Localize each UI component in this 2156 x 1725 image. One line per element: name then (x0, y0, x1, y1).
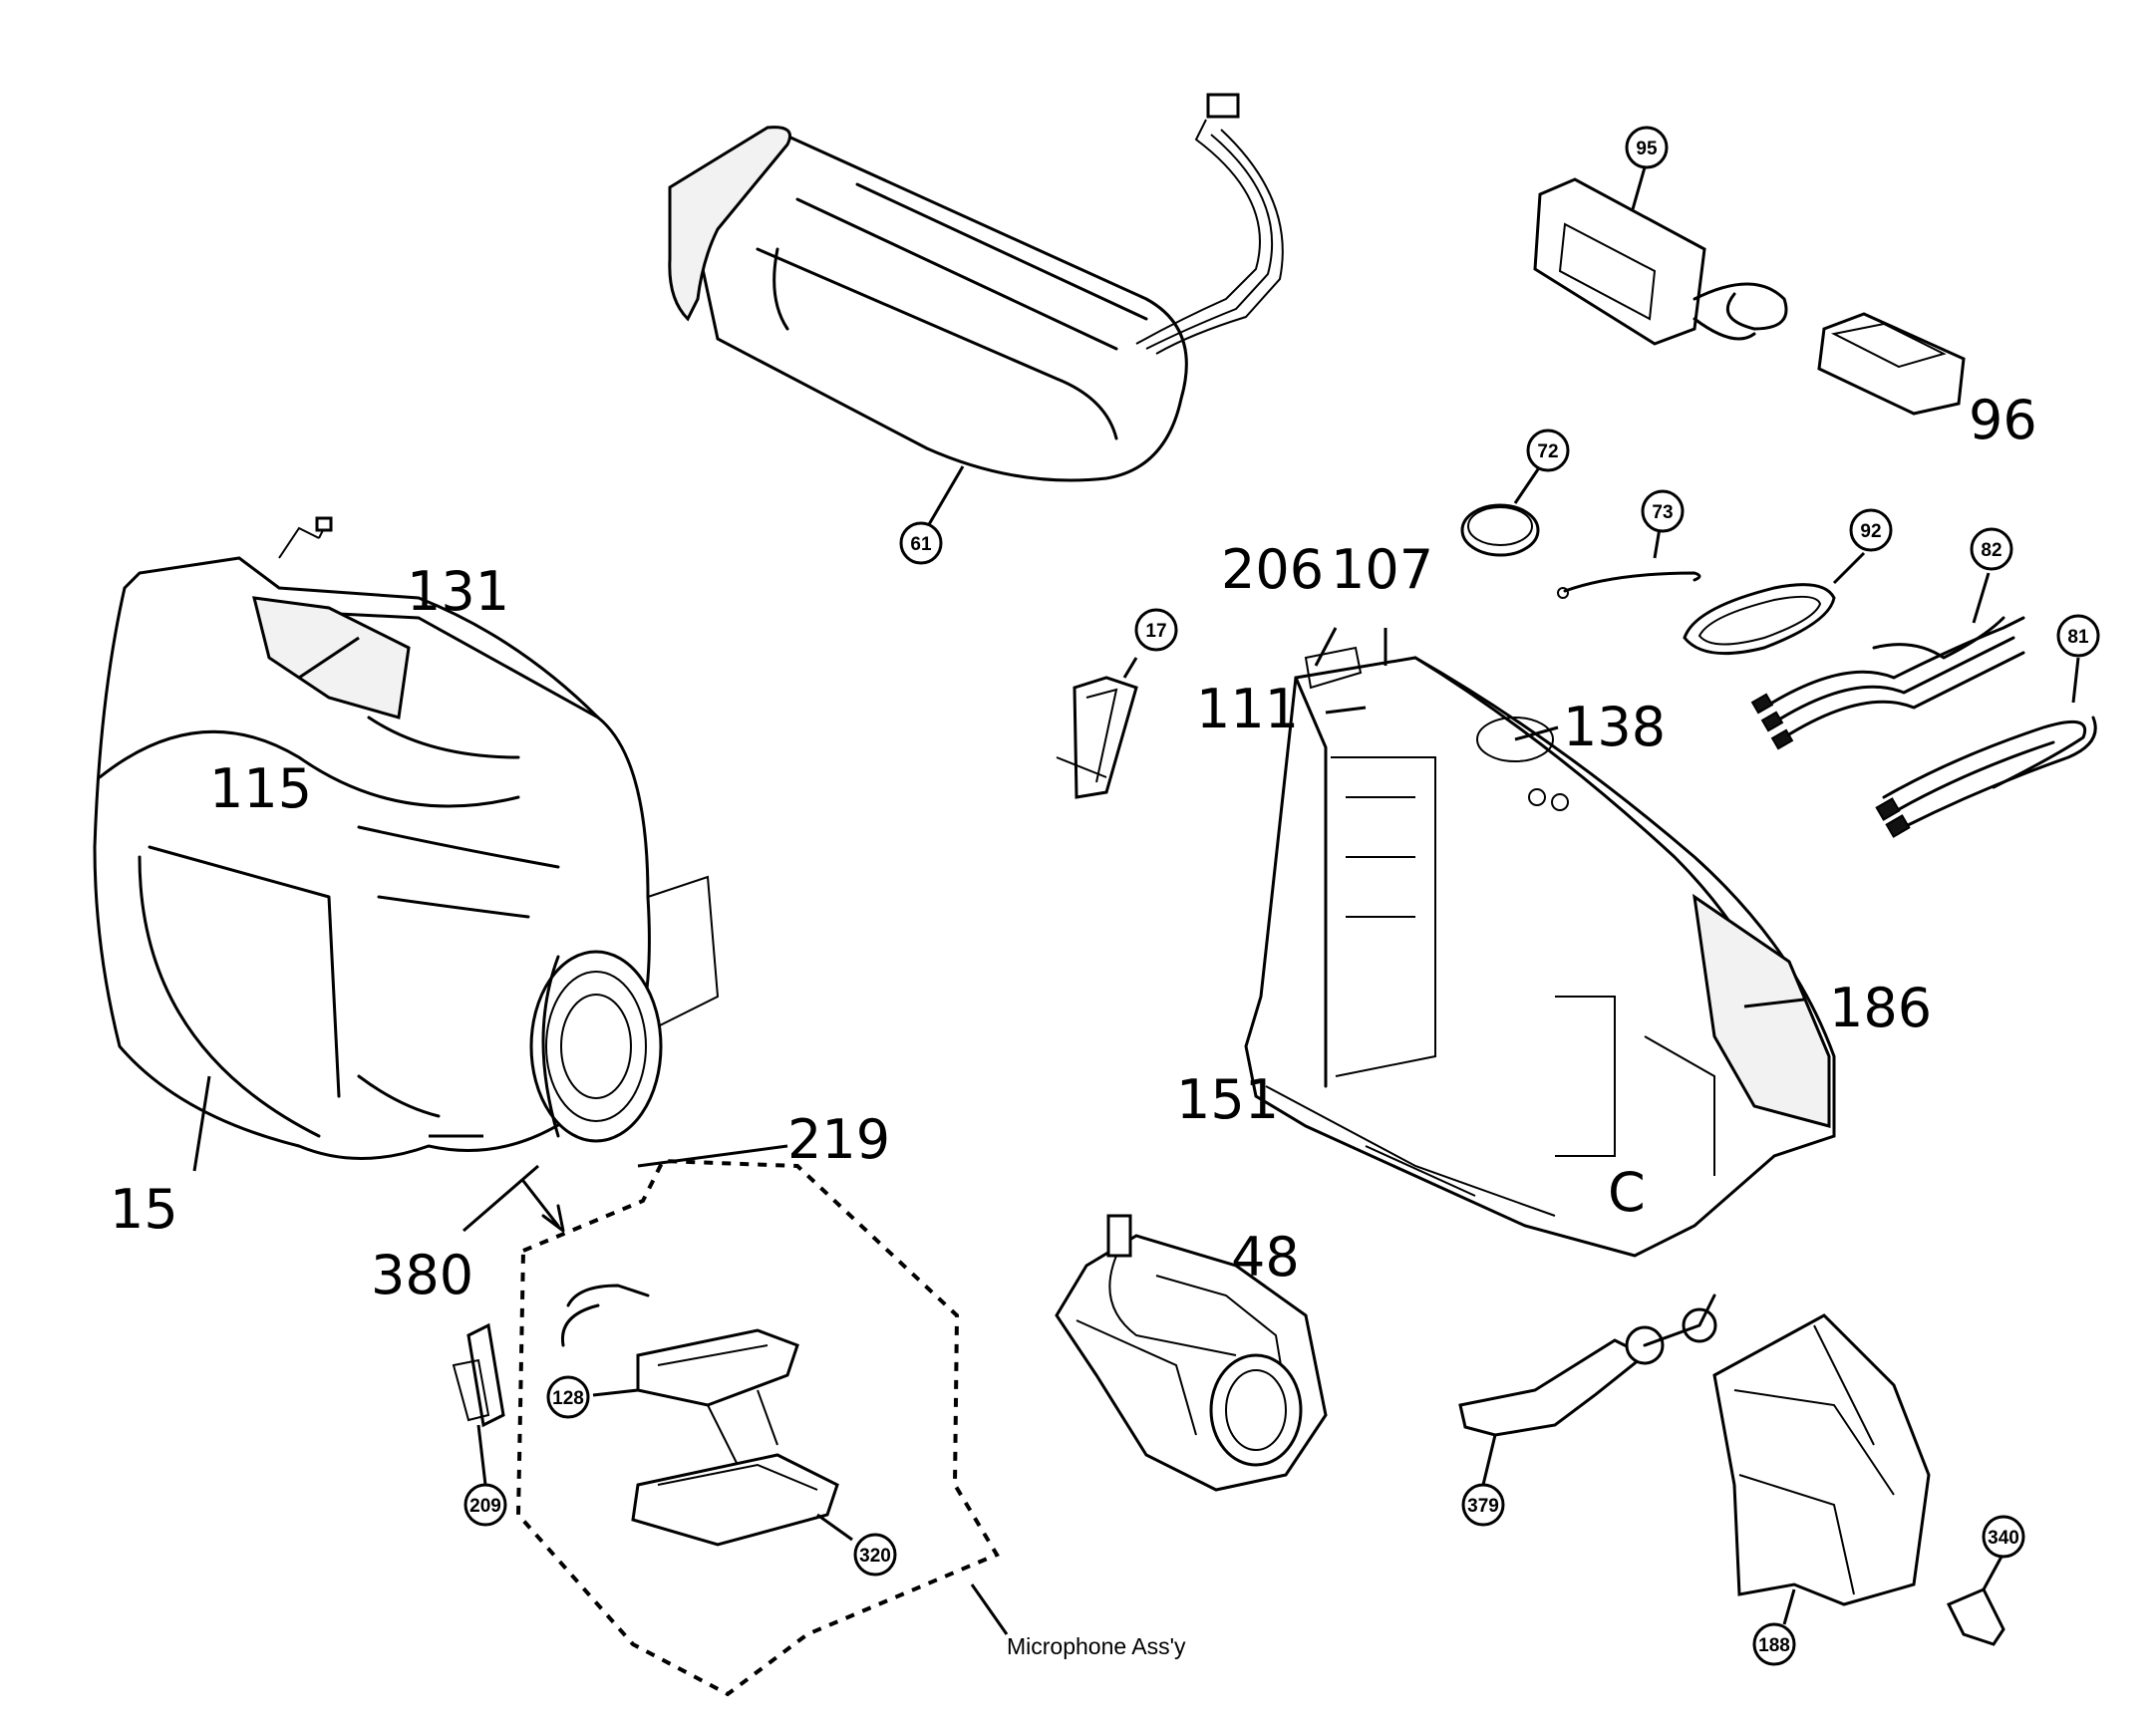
camera-body (93, 516, 788, 1233)
svg-text:82: 82 (1981, 540, 2002, 561)
svg-text:95: 95 (1636, 139, 1658, 159)
callout-72: 72 (1526, 429, 1570, 472)
svg-text:81: 81 (2067, 627, 2089, 648)
svg-text:128: 128 (552, 1388, 584, 1409)
lens-cap-part-72 (1460, 465, 1542, 557)
label-138: 138 (1563, 696, 1666, 758)
label-96: 96 (1969, 389, 2037, 451)
svg-text:209: 209 (469, 1496, 501, 1517)
label-115: 115 (209, 757, 312, 820)
cable-part-81 (1875, 657, 2097, 838)
ac-adapter-part-95 (1533, 166, 1788, 346)
svg-text:72: 72 (1537, 441, 1558, 462)
callout-61: 61 (899, 521, 943, 565)
bracket-part-17 (1056, 657, 1138, 799)
label-111: 111 (1196, 678, 1299, 740)
callout-17: 17 (1134, 608, 1178, 652)
clip-part-209 (452, 1322, 505, 1486)
label-107: 107 (1331, 538, 1433, 601)
callout-379: 379 (1461, 1483, 1505, 1527)
av-cable-part-82 (1750, 572, 2025, 750)
label-15: 15 (110, 1178, 178, 1241)
label-380: 380 (371, 1244, 473, 1306)
label-186: 186 (1829, 977, 1932, 1039)
callout-82: 82 (1970, 527, 2013, 571)
battery-part-96 (1817, 312, 1966, 416)
label-48: 48 (1231, 1226, 1300, 1289)
label-131: 131 (407, 560, 509, 623)
svg-text:379: 379 (1467, 1496, 1499, 1517)
part-379-arm (1458, 1294, 1717, 1486)
callout-73: 73 (1641, 489, 1685, 533)
callout-92: 92 (1849, 508, 1893, 552)
callout-320: 320 (853, 1533, 897, 1577)
svg-text:188: 188 (1758, 1635, 1790, 1656)
strap-part-73 (1557, 527, 1701, 599)
part-340-plug (1946, 1556, 2005, 1646)
callout-81: 81 (2056, 614, 2100, 658)
microphone-assembly-label: Microphone Ass'y (1007, 1633, 1186, 1659)
svg-text:73: 73 (1652, 502, 1673, 523)
label-219: 219 (787, 1108, 890, 1171)
callout-128: 128 (546, 1375, 590, 1419)
svg-text:320: 320 (859, 1546, 891, 1567)
callout-340: 340 (1982, 1515, 2025, 1559)
callout-188: 188 (1752, 1622, 1796, 1666)
svg-text:17: 17 (1145, 621, 1166, 642)
svg-text:340: 340 (1988, 1528, 2019, 1549)
viewfinder-part-61 (668, 93, 1284, 539)
svg-text:61: 61 (910, 534, 932, 555)
callout-209: 209 (463, 1483, 507, 1527)
label-151: 151 (1176, 1068, 1279, 1131)
callout-95: 95 (1625, 126, 1669, 169)
label-206: 206 (1221, 538, 1324, 601)
chassis-letter-c: C (1608, 1161, 1646, 1224)
cover-part-188 (1712, 1313, 1931, 1625)
lens-block-part-48 (1055, 1214, 1328, 1492)
chassis-frame: C (1244, 627, 1836, 1258)
ring-strap-part-92 (1683, 551, 1866, 656)
svg-text:92: 92 (1860, 521, 1881, 542)
microphone-assembly (515, 1158, 1009, 1697)
